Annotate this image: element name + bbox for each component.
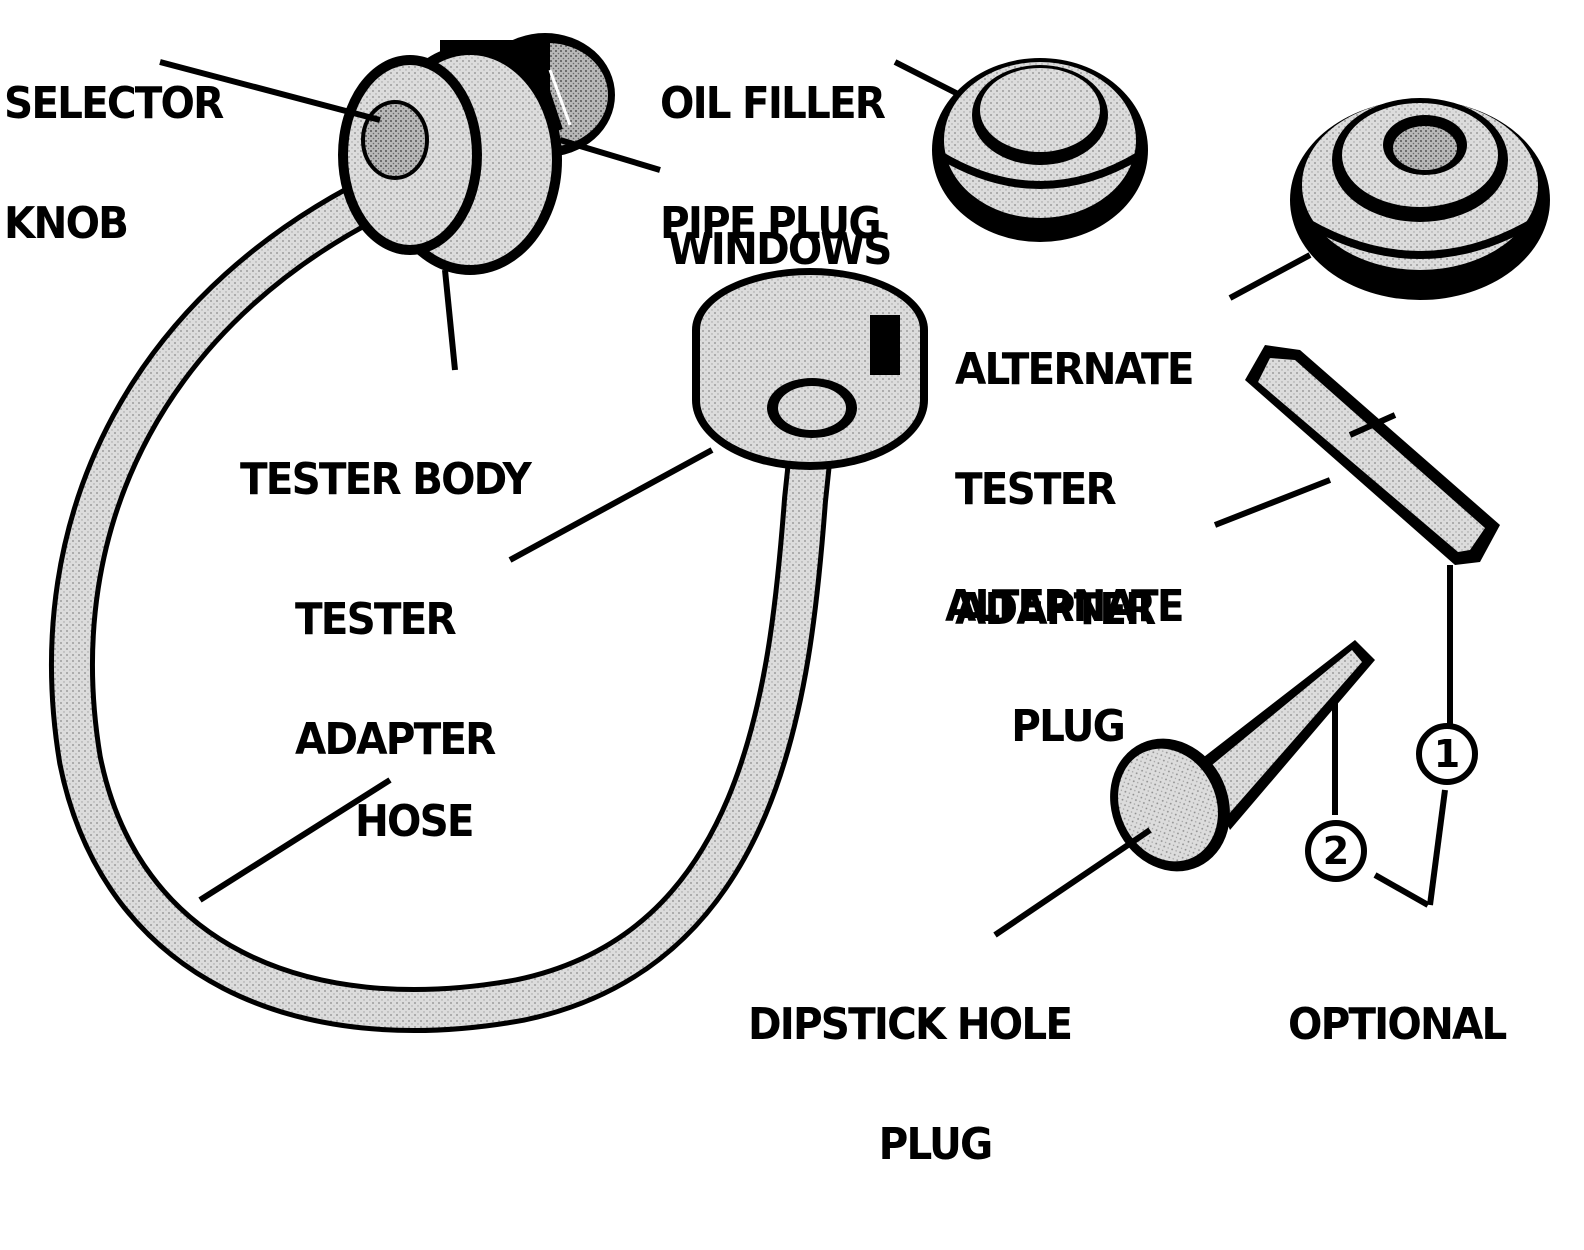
tester-adapter-part <box>692 268 928 470</box>
label-line: ADAPTER <box>955 584 1156 635</box>
label-line: ADAPTER <box>295 714 496 765</box>
marker-2-label: 2 <box>1322 829 1350 873</box>
marker-2-circle <box>1305 820 1367 882</box>
parts-illustration <box>49 33 1550 1033</box>
label-line: TESTER <box>295 594 457 645</box>
leader-tester-body <box>442 269 458 371</box>
number-markers <box>1305 723 1478 882</box>
label-tester-body: TESTER BODY <box>240 380 532 580</box>
marker-1-label: 1 <box>1433 732 1461 776</box>
alternate-tester-adapter-part <box>1290 98 1550 300</box>
label-line: KNOB <box>4 198 129 249</box>
leader-alt-plug <box>1213 477 1332 528</box>
oil-filler-pipe-plug-part <box>932 58 1148 242</box>
label-hose: HOSE <box>355 722 475 922</box>
label-line: OIL FILLER <box>660 78 886 129</box>
leader-alt-tester-adapter <box>1228 252 1312 301</box>
label-line: TESTER BODY <box>240 454 532 505</box>
label-line: SELECTOR <box>4 78 224 129</box>
leader-optional-2 <box>1373 872 1430 908</box>
label-oil-filler-pipe-plug: OIL FILLER PIPE PLUG <box>660 4 886 324</box>
leader-lines <box>159 59 1453 938</box>
leader-selector-knob <box>159 59 381 123</box>
hose-part <box>49 162 838 1033</box>
diagram: 1 2 SELECTOR KNOB OIL FILLER PIPE PLUG W… <box>4 4 1550 1167</box>
label-line: PIPE PLUG <box>660 198 882 249</box>
leader-tester-adapter <box>508 447 714 563</box>
label-alternate-tester-adapter: ALTERNATE TESTER ADAPTER <box>955 270 1194 710</box>
leader-windows <box>559 137 661 173</box>
label-line: DIPSTICK HOLE <box>748 999 1073 1050</box>
marker-1-circle <box>1416 723 1478 785</box>
label-line: ALTERNATE <box>955 344 1194 395</box>
alternate-plug-part <box>1245 345 1500 565</box>
label-line: PLUG <box>878 1119 994 1170</box>
label-optional: OPTIONAL <box>1288 925 1507 1125</box>
label-selector-knob: SELECTOR KNOB <box>4 4 224 324</box>
tester-body-part <box>338 33 615 275</box>
leader-hose <box>198 777 392 903</box>
label-line: ALTERNATE <box>945 581 1184 632</box>
leader-optional-1 <box>1427 789 1448 906</box>
label-tester-adapter: TESTER ADAPTER <box>295 520 496 840</box>
label-line: WINDOWS <box>668 224 892 275</box>
label-dipstick-hole-plug: DIPSTICK HOLE PLUG <box>748 925 1073 1245</box>
label-line: OPTIONAL <box>1288 999 1507 1050</box>
label-windows: WINDOWS <box>668 150 892 350</box>
leader-dipstick <box>993 827 1152 938</box>
label-line: PLUG <box>1011 701 1126 752</box>
leader-oil-filler <box>893 59 962 98</box>
label-line: HOSE <box>355 796 475 847</box>
label-line: TESTER <box>955 464 1117 515</box>
label-alternate-plug: ALTERNATE PLUG <box>945 507 1184 827</box>
